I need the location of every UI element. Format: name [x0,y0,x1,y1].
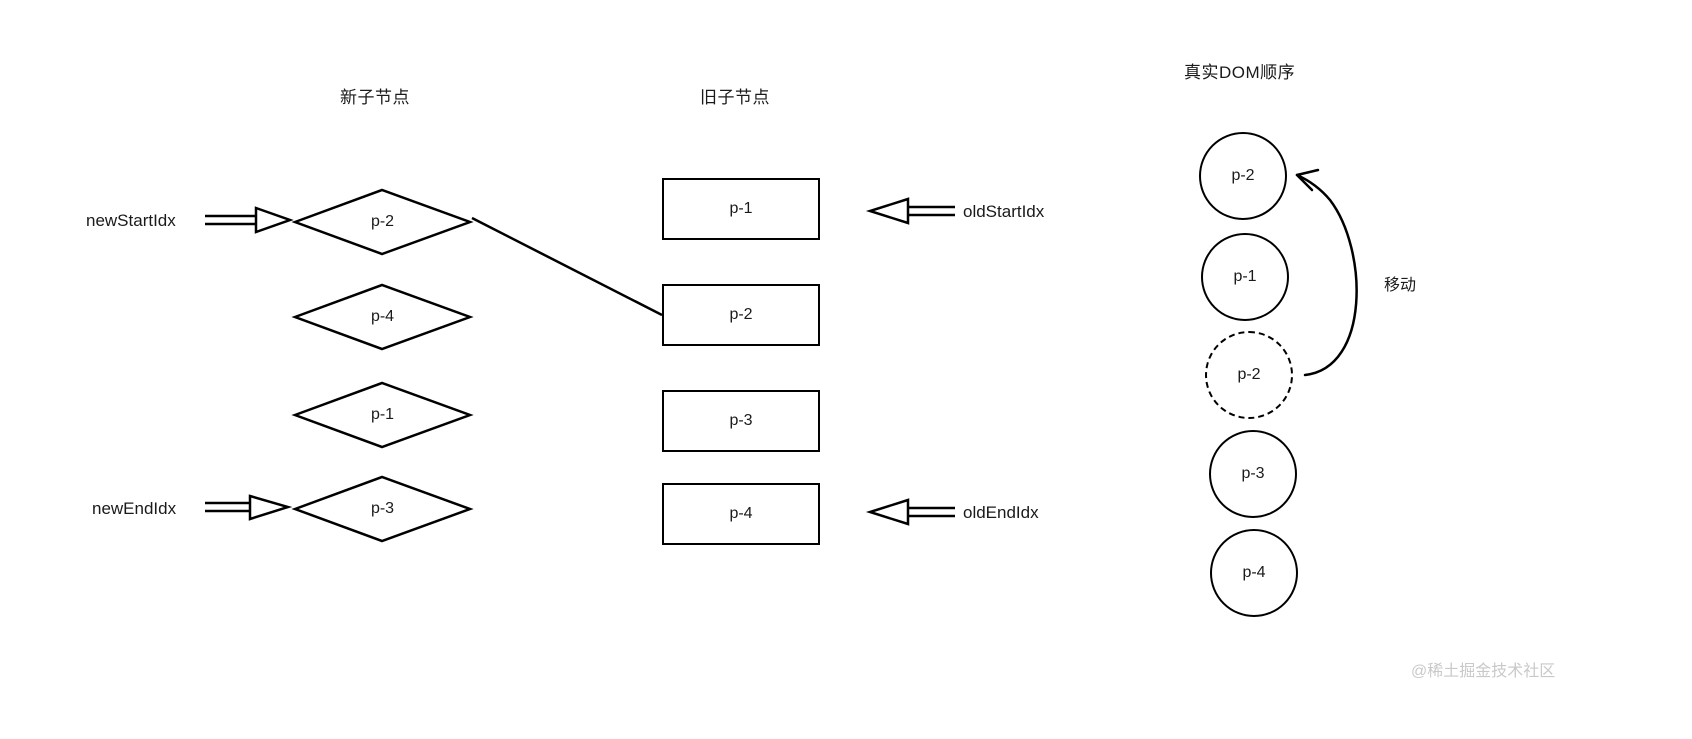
arrow-new-end-idx [205,494,293,521]
connector-new-p2-to-old-p2 [471,216,663,317]
node-label: p-4 [370,308,395,325]
arrow-old-end-idx [865,498,955,526]
new-child-node-2: p-1 [295,383,470,447]
arrow-new-start-idx [205,206,294,234]
real-dom-node-1: p-1 [1201,233,1289,321]
old-child-node-3: p-4 [662,483,820,545]
label-old-start-idx: oldStartIdx [963,202,1045,221]
node-label: p-3 [1241,465,1265,482]
node-label: p-1 [1233,268,1257,285]
node-label: p-2 [370,213,395,230]
label-new-end-idx: newEndIdx [92,499,177,518]
column-title-real-dom: 真实DOM顺序 [1184,63,1296,82]
node-label: p-4 [1242,564,1266,581]
node-label: p-2 [729,306,753,323]
node-label: p-2 [1231,167,1255,184]
old-child-node-0: p-1 [662,178,820,240]
new-child-node-3: p-3 [295,477,470,541]
column-title-old-children: 旧子节点 [700,88,770,107]
label-new-start-idx: newStartIdx [86,211,176,230]
old-child-node-2: p-3 [662,390,820,452]
real-dom-node-3: p-3 [1209,430,1297,518]
real-dom-node-2-placeholder: p-2 [1205,331,1293,419]
node-label: p-1 [729,200,753,217]
label-old-end-idx: oldEndIdx [963,503,1039,522]
new-child-node-1: p-4 [295,285,470,349]
node-label: p-3 [370,500,395,517]
real-dom-node-4: p-4 [1210,529,1298,617]
label-move: 移动 [1384,277,1417,294]
node-label: p-4 [729,505,753,522]
arrow-old-start-idx [865,197,955,225]
node-label: p-3 [729,412,753,429]
arrow-move-curve [1295,168,1358,377]
column-title-new-children: 新子节点 [340,88,410,107]
old-child-node-1: p-2 [662,284,820,346]
new-child-node-0: p-2 [295,190,470,254]
real-dom-node-0: p-2 [1199,132,1287,220]
watermark: @稀土掘金技术社区 [1411,663,1556,680]
node-label: p-1 [370,406,395,423]
node-label: p-2 [1237,366,1261,383]
